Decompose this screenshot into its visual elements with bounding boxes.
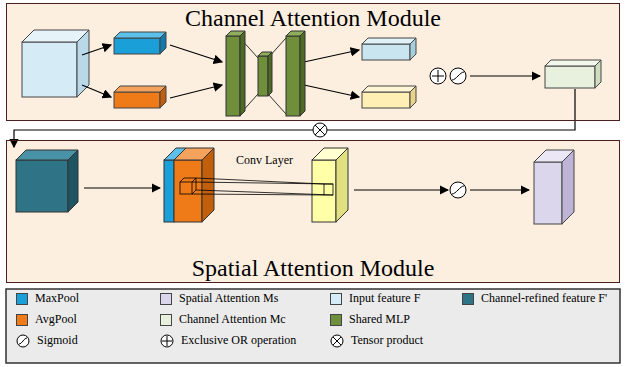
arrows [82,45,540,190]
channel-attention-box [545,60,601,88]
legend-text: Sigmoid [37,334,78,347]
conv-output [312,148,348,222]
legend-item: Channel-refined feature F' [462,292,607,306]
legend-swatch [16,293,28,305]
legend-item: Input feature F [330,292,420,306]
legend-item: Spatial Attention Ms [160,292,278,306]
legend-symbol [160,334,174,348]
legend-item: Channel Attention Mc [160,313,286,327]
shared-mlp [226,31,305,116]
legend-symbol [16,334,30,348]
panel-grounds [6,3,620,363]
legend-symbol [330,334,344,348]
legend-swatch [330,314,342,326]
panel-title: Channel Attention Module [185,6,441,30]
input-cube [22,30,89,97]
legend-item: MaxPool [16,292,79,306]
legend-text: Input feature F [349,292,420,305]
conv-kernel [180,178,196,194]
legend-text: Channel-refined feature F' [481,292,607,305]
legend-item: Tensor product [330,334,423,348]
legend-text: Exclusive OR operation [181,334,296,347]
legend-swatch [462,293,474,305]
multiply-line [14,89,575,147]
legend-text: Channel Attention Mc [179,313,286,326]
legend-swatch [160,293,172,305]
conv-lines [192,178,333,195]
module-panel: Channel Attention Module [6,3,620,121]
pooled-maps [164,148,214,222]
layer-label: Conv Layer [236,154,293,167]
add-sigmoid-symbols [430,68,466,198]
legend-text: Tensor product [351,334,423,347]
maxpool-box [114,32,166,54]
legend-swatch [16,314,28,326]
spatial-attention-map [534,150,574,224]
legend-text: Shared MLP [349,313,410,326]
refined-cube [16,150,78,212]
legend-item: Sigmoid [16,334,78,348]
avgpool-box [114,86,166,108]
legend-text: MaxPool [35,292,79,305]
legend-swatch [330,293,342,305]
legend-item: Exclusive OR operation [160,334,296,348]
mlp-outputs [362,38,416,108]
legend-text: AvgPool [35,313,77,326]
legend-text: Spatial Attention Ms [179,292,278,305]
legend-item: AvgPool [16,313,77,327]
legend-item: Shared MLP [330,313,410,327]
module-panel: Spatial Attention Module [6,140,620,283]
legend-swatch [160,314,172,326]
panel-title: Spatial Attention Module [192,256,435,280]
